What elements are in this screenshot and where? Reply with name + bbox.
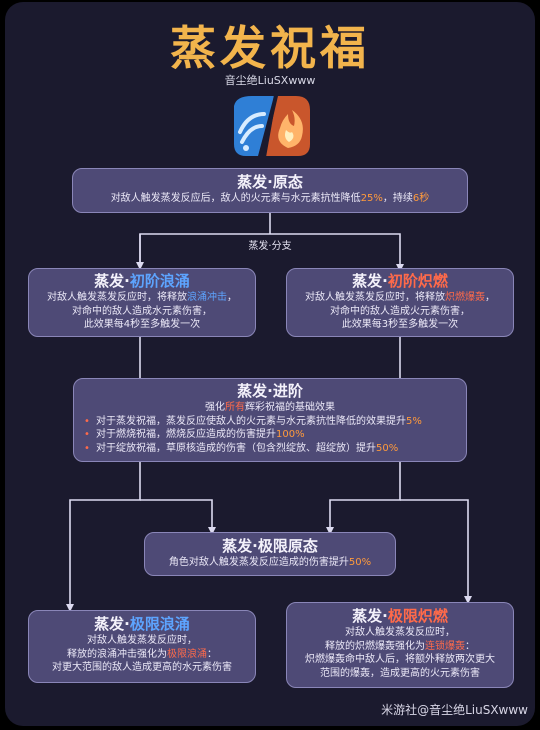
burn2-line1: 对敌人触发蒸发反应时，: [345, 627, 455, 638]
advanced-intro: 强化所有辉彩祝福的基础效果: [205, 402, 335, 413]
surge2-line1: 对敌人触发蒸发反应时，: [87, 635, 197, 646]
surge1-line2: 对命中的敌人造成水元素伤害，: [72, 305, 212, 317]
surge1-box: 蒸发·初阶浪涌 对敌人触发蒸发反应时，将释放浪涌冲击， 对命中的敌人造成水元素伤…: [28, 268, 256, 337]
advanced-heading: 蒸发·进阶: [237, 382, 303, 400]
surge1-line1: 对敌人触发蒸发反应时，将释放浪涌冲击，: [47, 292, 237, 303]
burn2-box: 蒸发·极限炽燃 对敌人触发蒸发反应时， 释放的炽燃爆轰强化为连锁爆轰： 炽燃爆轰…: [286, 602, 514, 688]
hydro-wave-icon: [234, 96, 274, 156]
ultimate-heading: 蒸发·极限原态: [222, 537, 318, 555]
burn1-line2: 对命中的敌人造成火元素伤害，: [330, 305, 470, 317]
ultimate-description: 角色对敌人触发蒸发反应造成的伤害提升50%: [168, 557, 372, 568]
origin-heading: 蒸发·原态: [237, 173, 303, 191]
watermark: 米游社@音尘绝LiuSXwww: [381, 703, 528, 717]
list-item: 对于燃烧祝福，燃烧反应造成的伤害提升100%: [84, 428, 466, 442]
connector-adv-left-mid: [140, 499, 216, 535]
surge1-heading: 蒸发·初阶浪涌: [94, 272, 190, 290]
origin-description: 对敌人触发蒸发反应后，敌人的火元素与水元素抗性降低25%，持续6秒: [110, 193, 430, 204]
burn1-line1: 对敌人触发蒸发反应时，将释放炽燃爆轰，: [305, 292, 495, 303]
author-credit: 音尘绝LiuSXwww: [224, 74, 316, 87]
list-item: 对于绽放祝福，草原核造成的伤害（包含烈绽放、超绽放）提升50%: [84, 442, 466, 456]
burn1-heading: 蒸发·初阶炽燃: [352, 272, 448, 290]
connector-adv-right-outer: [400, 499, 472, 604]
surge1-line3: 此效果每4秒至多触发一次: [83, 319, 201, 330]
burn2-line2: 释放的炽燃爆轰强化为连锁爆轰：: [325, 640, 475, 652]
burn2-heading: 蒸发·极限炽燃: [352, 607, 448, 625]
burn1-line3: 此效果每3秒至多触发一次: [341, 319, 459, 330]
pyro-flame-icon: [264, 96, 310, 156]
connector-adv-left: [66, 462, 141, 612]
connector-adv-right: [326, 462, 401, 535]
burn2-line4: 范围的爆轰，造成更高的火元素伤害: [320, 667, 480, 679]
surge2-line3: 对更大范围的敌人造成更高的水元素伤害: [52, 662, 232, 673]
advanced-box: 蒸发·进阶 强化所有辉彩祝福的基础效果 对于蒸发祝福，蒸发反应使敌人的火元素与水…: [73, 378, 467, 462]
page-title: 蒸发祝福: [170, 21, 370, 75]
advanced-effects-list: 对于蒸发祝福，蒸发反应使敌人的火元素与水元素抗性降低的效果提升5% 对于燃烧祝福…: [74, 415, 466, 456]
branch-label: 蒸发·分支: [230, 237, 310, 252]
surge2-heading: 蒸发·极限浪涌: [94, 615, 190, 633]
surge2-line2: 释放的浪涌冲击强化为极限浪涌：: [67, 648, 217, 660]
ultimate-box: 蒸发·极限原态 角色对敌人触发蒸发反应造成的伤害提升50%: [144, 532, 396, 576]
surge2-box: 蒸发·极限浪涌 对敌人触发蒸发反应时， 释放的浪涌冲击强化为极限浪涌： 对更大范…: [28, 610, 256, 683]
emblem: [234, 92, 310, 160]
list-item: 对于蒸发祝福，蒸发反应使敌人的火元素与水元素抗性降低的效果提升5%: [84, 415, 466, 429]
burn1-box: 蒸发·初阶炽燃 对敌人触发蒸发反应时，将释放炽燃爆轰， 对命中的敌人造成火元素伤…: [286, 268, 514, 337]
burn2-line3: 炽燃爆轰命中敌人后，将额外释放两次更大: [305, 654, 495, 665]
origin-box: 蒸发·原态 对敌人触发蒸发反应后，敌人的火元素与水元素抗性降低25%，持续6秒: [72, 168, 468, 213]
